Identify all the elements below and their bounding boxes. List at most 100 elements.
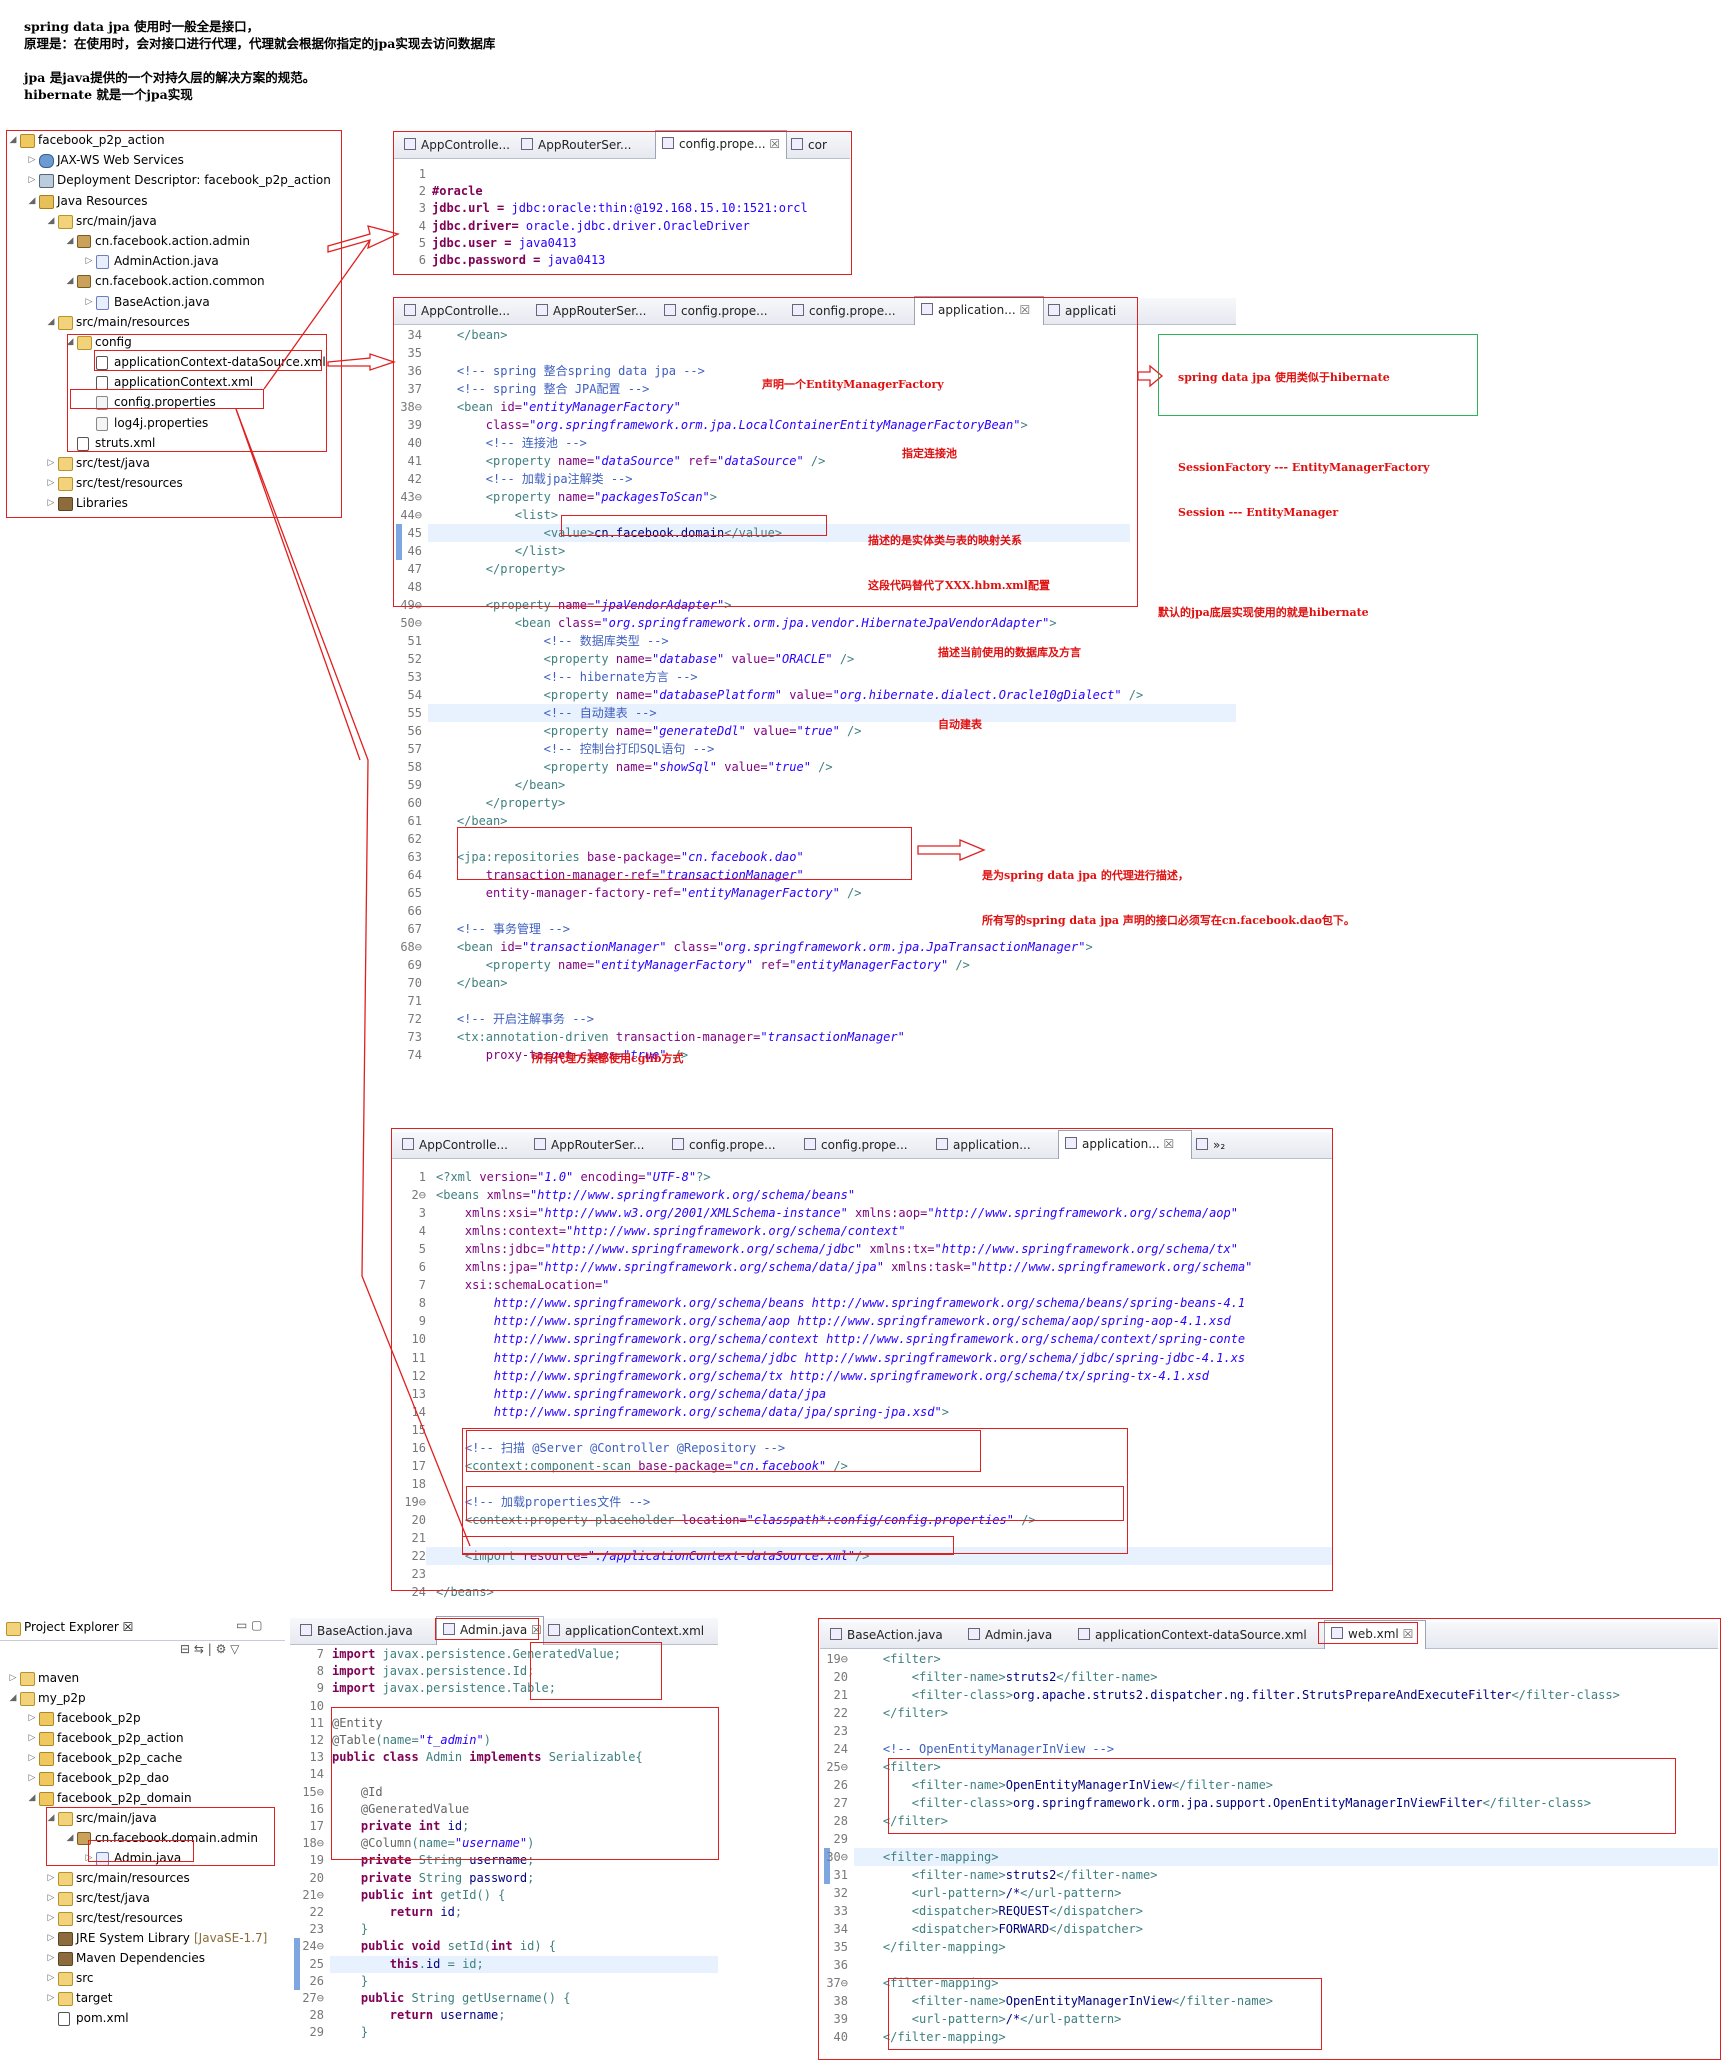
tree-item[interactable]: ▷src/test/resources (8, 1908, 288, 1928)
editor-tab[interactable]: web.xml ☒ (1324, 1620, 1426, 1649)
tree-item[interactable]: ◢cn.facebook.action.common (8, 271, 338, 291)
tree-item[interactable]: ◢config (8, 332, 338, 352)
close-icon[interactable]: ☒ (1159, 1137, 1175, 1151)
tree-item[interactable]: ▷src/test/java (8, 453, 338, 473)
tree-item[interactable]: applicationContext-dataSource.xml (8, 352, 338, 372)
tree-item[interactable]: ▷Libraries (8, 493, 338, 513)
tree-item[interactable]: ◢facebook_p2p_domain (8, 1788, 288, 1808)
code-area[interactable]: 19⊖ <filter>20 <filter-name>struts2</fil… (820, 1650, 1718, 2058)
minimize-icon[interactable]: ▭ ▢ (236, 1618, 263, 1632)
editor-tab[interactable]: AppRouterSer... (530, 298, 658, 324)
editor-tab[interactable]: AppRouterSer... (528, 1132, 666, 1158)
collapsed-icon[interactable]: ▷ (47, 1973, 55, 1983)
editor-tab[interactable]: AppControlle... (396, 1132, 528, 1158)
editor-tab[interactable]: applicati (1042, 298, 1122, 324)
collapsed-icon[interactable]: ▷ (47, 1893, 55, 1903)
tree-item[interactable]: ◢src/main/resources (8, 312, 338, 332)
expanded-icon[interactable]: ◢ (47, 215, 55, 226)
collapsed-icon[interactable]: ▷ (47, 478, 55, 489)
tree-item[interactable]: ▷src (8, 1968, 288, 1988)
collapsed-icon[interactable]: ▷ (47, 1993, 55, 2003)
collapsed-icon[interactable]: ▷ (28, 175, 36, 186)
editor-tab[interactable]: application... ☒ (1058, 1130, 1192, 1159)
collapsed-icon[interactable]: ▷ (47, 1873, 55, 1883)
expanded-icon[interactable]: ◢ (28, 1793, 36, 1803)
tree-item[interactable]: config.properties (8, 392, 338, 412)
editor-tab[interactable]: config.prope... (666, 1132, 798, 1158)
tree-item[interactable]: ◢src/main/java (8, 1808, 288, 1828)
close-icon[interactable]: ☒ (527, 1623, 542, 1637)
tree-item[interactable]: ▷facebook_p2p_dao (8, 1768, 288, 1788)
toolbar-icons[interactable]: ⊟ ⇆ | ⚙ ▽ (180, 1642, 240, 1656)
code-area[interactable]: 1<?xml version="1.0" encoding="UTF-8"?>2… (392, 1168, 1332, 1599)
tree-item[interactable]: log4j.properties (8, 413, 338, 433)
tree-item[interactable]: ▷maven (8, 1668, 288, 1688)
close-icon[interactable]: ☒ (765, 137, 781, 151)
close-icon[interactable]: ☒ (1398, 1627, 1414, 1641)
tree-item[interactable]: ▷facebook_p2p (8, 1708, 288, 1728)
editor-tab[interactable]: AppControlle... (398, 298, 530, 324)
tree-item[interactable]: ◢my_p2p (8, 1688, 288, 1708)
collapsed-icon[interactable]: ▷ (85, 256, 93, 267)
collapsed-icon[interactable]: ▷ (28, 155, 36, 166)
editor-tab[interactable]: config.prope... ☒ (655, 130, 787, 159)
tree-item[interactable]: ▷facebook_p2p_action (8, 1728, 288, 1748)
close-icon[interactable]: ☒ (1015, 303, 1031, 317)
tree-item[interactable]: ▷target (8, 1988, 288, 2008)
editor-tab[interactable]: cor (785, 132, 835, 158)
collapsed-icon[interactable]: ▷ (47, 1913, 55, 1923)
editor-tab[interactable]: Admin.java (962, 1622, 1072, 1648)
collapsed-icon[interactable]: ▷ (28, 1753, 36, 1763)
tree-item[interactable]: ▷src/test/java (8, 1888, 288, 1908)
tree-item[interactable]: ▷Maven Dependencies (8, 1948, 288, 1968)
expanded-icon[interactable]: ◢ (66, 235, 74, 246)
expanded-icon[interactable]: ◢ (66, 336, 74, 347)
editor-tab[interactable]: BaseAction.java (294, 1618, 436, 1644)
tree-item[interactable]: ◢Java Resources (8, 191, 338, 211)
tree-item[interactable]: ▷src/main/resources (8, 1868, 288, 1888)
tree-item[interactable]: ▷facebook_p2p_cache (8, 1748, 288, 1768)
collapsed-icon[interactable]: ▷ (47, 458, 55, 468)
editor-tab[interactable]: applicationContext.xml (542, 1618, 712, 1644)
tree-item[interactable]: ◢cn.facebook.action.admin (8, 231, 338, 251)
editor-tab[interactable]: config.prope... (798, 1132, 930, 1158)
collapsed-icon[interactable]: ▷ (28, 1773, 36, 1783)
tree-item[interactable]: ◢facebook_p2p_action (8, 130, 338, 150)
editor-tab[interactable]: AppControlle... (398, 132, 515, 158)
expanded-icon[interactable]: ◢ (47, 1813, 55, 1823)
editor-tab[interactable]: config.prope... (786, 298, 914, 324)
editor-tab[interactable]: applicationContext-dataSource.xml (1072, 1622, 1324, 1648)
collapsed-icon[interactable]: ▷ (28, 1733, 36, 1743)
tree-item[interactable]: ◢src/main/java (8, 211, 338, 231)
collapsed-icon[interactable]: ▷ (28, 1713, 36, 1723)
collapsed-icon[interactable]: ▷ (9, 1673, 17, 1683)
collapsed-icon[interactable]: ▷ (47, 498, 55, 509)
tree-item[interactable]: ▷Deployment Descriptor: facebook_p2p_act… (8, 170, 338, 190)
tree-item[interactable]: ▷src/test/resources (8, 473, 338, 493)
tree-item[interactable]: struts.xml (8, 433, 338, 453)
editor-tab[interactable]: »₂ (1190, 1132, 1230, 1158)
expanded-icon[interactable]: ◢ (66, 1833, 74, 1843)
editor-tab[interactable]: application... (930, 1132, 1058, 1158)
explorer-title[interactable]: Project Explorer ☒ (24, 1620, 134, 1634)
editor-tab[interactable]: Admin.java ☒ (436, 1616, 544, 1645)
tree-item[interactable]: ▷JAX-WS Web Services (8, 150, 338, 170)
editor-tab[interactable]: BaseAction.java (824, 1622, 962, 1648)
tree-item[interactable]: ◢cn.facebook.domain.admin (8, 1828, 288, 1848)
tree-item[interactable]: ▷BaseAction.java (8, 292, 338, 312)
expanded-icon[interactable]: ◢ (66, 276, 74, 287)
tree-item[interactable]: ▷AdminAction.java (8, 251, 338, 271)
expanded-icon[interactable]: ◢ (28, 195, 36, 206)
expanded-icon[interactable]: ◢ (47, 316, 55, 327)
expanded-icon[interactable]: ◢ (9, 135, 17, 145)
collapsed-icon[interactable]: ▷ (85, 296, 93, 307)
tree-item[interactable]: pom.xml (8, 2008, 288, 2028)
collapsed-icon[interactable]: ▷ (47, 1933, 55, 1943)
editor-tab[interactable]: AppRouterSer... (515, 132, 655, 158)
editor-tab[interactable]: config.prope... (658, 298, 786, 324)
collapsed-icon[interactable]: ▷ (47, 1953, 55, 1963)
editor-tab[interactable]: application... ☒ (914, 296, 1044, 325)
